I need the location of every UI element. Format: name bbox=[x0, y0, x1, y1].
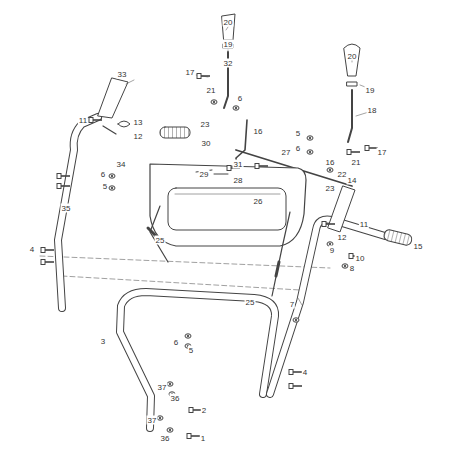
fastener bbox=[57, 174, 70, 179]
callout-number: 15 bbox=[413, 242, 424, 251]
callout-number: 27 bbox=[281, 148, 292, 157]
callout-number: 25 bbox=[155, 236, 166, 245]
callout-number: 20 bbox=[223, 18, 234, 27]
fastener bbox=[185, 334, 191, 338]
fastener bbox=[57, 184, 70, 189]
callout-number: 16 bbox=[253, 127, 264, 136]
callout-number: 6 bbox=[237, 94, 243, 103]
callout-number: 12 bbox=[337, 233, 348, 242]
callout-number: 28 bbox=[233, 176, 244, 185]
fastener bbox=[197, 74, 210, 79]
lever-knob bbox=[344, 44, 360, 76]
lever-rod bbox=[348, 90, 352, 142]
fastener bbox=[307, 136, 313, 140]
callout-number: 6 bbox=[173, 338, 179, 347]
fastener bbox=[233, 106, 239, 110]
fastener bbox=[342, 264, 348, 268]
right-arm bbox=[328, 186, 355, 232]
fastener bbox=[322, 222, 335, 227]
fastener bbox=[211, 100, 217, 104]
panel-recess bbox=[168, 188, 286, 230]
callout-number: 35 bbox=[61, 204, 72, 213]
callout-number: 17 bbox=[377, 148, 388, 157]
callout-number: 8 bbox=[349, 264, 355, 273]
callout-number: 18 bbox=[367, 106, 378, 115]
callout-number: 4 bbox=[302, 368, 308, 377]
callout-number: 23 bbox=[200, 120, 211, 129]
callout-number: 12 bbox=[133, 132, 144, 141]
fastener bbox=[255, 164, 268, 169]
fastener bbox=[347, 150, 360, 155]
fastener bbox=[293, 318, 299, 322]
callout-number: 14 bbox=[347, 176, 358, 185]
fastener bbox=[327, 168, 333, 172]
callout-number: 5 bbox=[295, 129, 301, 138]
callout-number: 37 bbox=[147, 416, 158, 425]
left-upper-handle bbox=[58, 117, 98, 308]
fastener bbox=[187, 434, 200, 439]
fastener bbox=[41, 248, 54, 253]
callout-number: 5 bbox=[188, 346, 194, 355]
callout-number: 16 bbox=[325, 158, 336, 167]
callout-number: 21 bbox=[206, 86, 217, 95]
callout-number: 10 bbox=[355, 254, 366, 263]
left-grip bbox=[160, 127, 190, 138]
dashboard-panel bbox=[150, 164, 306, 246]
callout-number: 2 bbox=[201, 406, 207, 415]
callout-number: 1 bbox=[200, 434, 206, 443]
callout-number: 26 bbox=[253, 197, 264, 206]
callout-number: 21 bbox=[351, 158, 362, 167]
fastener bbox=[307, 150, 313, 154]
callout-number: 9 bbox=[329, 246, 335, 255]
callout-number: 34 bbox=[116, 160, 127, 169]
callout-number: 11 bbox=[78, 116, 88, 125]
callout-number: 6 bbox=[100, 170, 106, 179]
fastener bbox=[109, 174, 115, 178]
lever-knob bbox=[222, 14, 235, 40]
callout-number: 36 bbox=[170, 394, 181, 403]
callout-number: 4 bbox=[29, 245, 35, 254]
callout-number: 6 bbox=[295, 144, 301, 153]
callout-number: 19 bbox=[365, 86, 376, 95]
fastener bbox=[289, 384, 302, 389]
fastener bbox=[167, 382, 173, 386]
right-grip bbox=[383, 229, 413, 246]
fastener bbox=[167, 428, 173, 432]
callout-number: 7 bbox=[289, 300, 295, 309]
lower-handle bbox=[120, 292, 275, 428]
callout-number: 20 bbox=[347, 52, 358, 61]
callout-number: 29 bbox=[199, 170, 210, 179]
callout-number: 33 bbox=[117, 70, 128, 79]
fastener bbox=[89, 118, 102, 123]
callout-number: 32 bbox=[223, 59, 234, 68]
callout-number: 5 bbox=[102, 182, 108, 191]
callout-number: 31 bbox=[233, 160, 244, 169]
callout-number: 23 bbox=[325, 184, 336, 193]
callout-number: 37 bbox=[157, 383, 168, 392]
alignment-line bbox=[40, 256, 330, 268]
callout-number: 36 bbox=[160, 434, 171, 443]
callout-number: 3 bbox=[100, 337, 106, 346]
callout-number: 19 bbox=[223, 40, 234, 49]
callout-number: 25 bbox=[245, 298, 256, 307]
right-upper-handle bbox=[270, 219, 385, 394]
fastener bbox=[157, 416, 163, 420]
callout-number: 13 bbox=[133, 118, 144, 127]
fastener bbox=[289, 370, 302, 375]
callout-number: 17 bbox=[185, 68, 196, 77]
callout-number: 11 bbox=[359, 220, 369, 229]
callout-number: 30 bbox=[201, 139, 212, 148]
cable bbox=[272, 212, 290, 296]
lever-arm bbox=[98, 78, 128, 118]
fastener bbox=[109, 186, 115, 190]
alignment-line bbox=[62, 276, 300, 290]
fastener bbox=[41, 260, 54, 265]
